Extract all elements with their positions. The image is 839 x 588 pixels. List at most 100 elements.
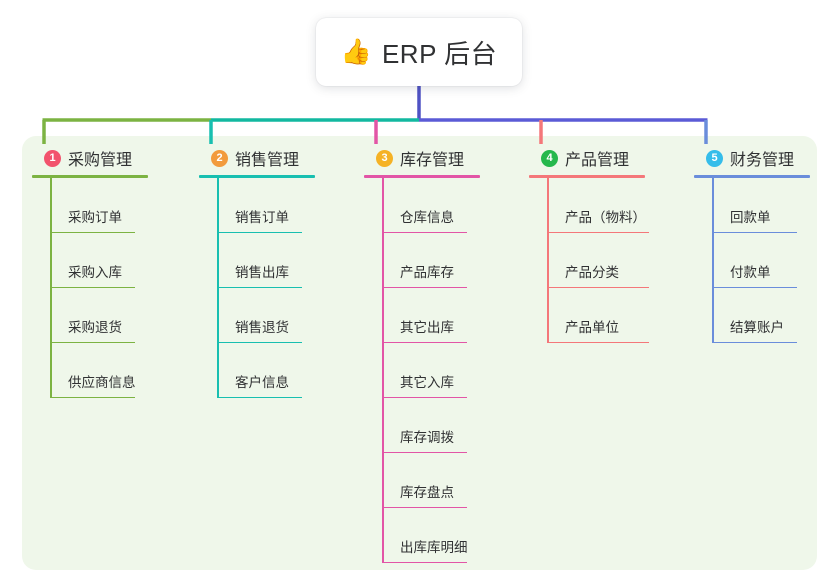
leaf-stem bbox=[217, 177, 219, 233]
leaf-underline bbox=[382, 506, 467, 508]
branch-index-badge: 1 bbox=[44, 149, 61, 167]
leaf-node[interactable]: 回款单 bbox=[712, 177, 839, 233]
leaf-node[interactable]: 库存调拨 bbox=[382, 397, 524, 453]
branch-header-4[interactable]: 4 产品管理 bbox=[529, 146, 689, 170]
leaf-underline bbox=[217, 231, 302, 233]
leaf-stem bbox=[712, 287, 714, 343]
leaf-underline bbox=[382, 286, 467, 288]
leaf-stem bbox=[50, 232, 52, 288]
leaf-underline bbox=[382, 396, 467, 398]
leaf-label: 库存盘点 bbox=[400, 485, 454, 500]
branch-underline bbox=[694, 175, 810, 178]
branch-underline bbox=[199, 175, 315, 178]
leaf-label: 销售退货 bbox=[235, 320, 289, 335]
branch-leaf-list: 产品（物料） 产品分类产品单位 bbox=[547, 177, 689, 343]
branch-column-3: 3 库存管理仓库信息产品库存其它出库其它入库库存调拨库存盘点出库库明细 bbox=[364, 146, 524, 563]
leaf-node[interactable]: 客户信息 bbox=[217, 342, 359, 398]
leaf-underline bbox=[712, 341, 797, 343]
leaf-node[interactable]: 销售订单 bbox=[217, 177, 359, 233]
leaf-node[interactable]: 其它入库 bbox=[382, 342, 524, 398]
branch-underline bbox=[32, 175, 148, 178]
branch-header-3[interactable]: 3 库存管理 bbox=[364, 146, 524, 170]
leaf-stem bbox=[382, 287, 384, 343]
leaf-node[interactable]: 销售退货 bbox=[217, 287, 359, 343]
leaf-underline bbox=[547, 231, 649, 233]
root-node-title: ERP 后台 bbox=[381, 38, 498, 69]
leaf-label: 其它入库 bbox=[400, 375, 454, 390]
leaf-underline bbox=[382, 231, 467, 233]
leaf-underline bbox=[50, 396, 135, 398]
leaf-node[interactable]: 付款单 bbox=[712, 232, 839, 288]
leaf-underline bbox=[50, 231, 135, 233]
leaf-node[interactable]: 产品单位 bbox=[547, 287, 689, 343]
leaf-underline bbox=[712, 231, 797, 233]
leaf-stem bbox=[382, 452, 384, 508]
leaf-node[interactable]: 仓库信息 bbox=[382, 177, 524, 233]
leaf-label: 产品单位 bbox=[565, 320, 619, 335]
leaf-stem bbox=[217, 287, 219, 343]
branch-column-4: 4 产品管理产品（物料） 产品分类产品单位 bbox=[529, 146, 689, 343]
leaf-label: 产品库存 bbox=[400, 265, 454, 280]
leaf-node[interactable]: 供应商信息 bbox=[50, 342, 192, 398]
leaf-node[interactable]: 产品分类 bbox=[547, 232, 689, 288]
branch-index-badge: 4 bbox=[541, 149, 558, 167]
leaf-label: 产品（物料） bbox=[565, 210, 646, 225]
leaf-node[interactable]: 采购入库 bbox=[50, 232, 192, 288]
leaf-underline bbox=[547, 286, 649, 288]
leaf-stem bbox=[547, 177, 549, 233]
leaf-stem bbox=[712, 232, 714, 288]
leaf-label: 库存调拨 bbox=[400, 430, 454, 445]
branch-header-1[interactable]: 1 采购管理 bbox=[32, 146, 192, 170]
leaf-underline bbox=[382, 341, 467, 343]
leaf-node[interactable]: 结算账户 bbox=[712, 287, 839, 343]
leaf-underline bbox=[712, 286, 797, 288]
leaf-label: 结算账户 bbox=[730, 320, 784, 335]
leaf-label: 出库库明细 bbox=[400, 540, 468, 555]
branch-title: 采购管理 bbox=[68, 152, 133, 169]
leaf-underline bbox=[50, 341, 135, 343]
leaf-underline bbox=[547, 341, 649, 343]
branch-title: 库存管理 bbox=[400, 152, 465, 169]
leaf-label: 回款单 bbox=[730, 210, 771, 225]
branch-column-1: 1 采购管理采购订单采购入库采购退货供应商信息 bbox=[32, 146, 192, 398]
leaf-stem bbox=[50, 287, 52, 343]
leaf-node[interactable]: 出库库明细 bbox=[382, 507, 524, 563]
leaf-node[interactable]: 采购订单 bbox=[50, 177, 192, 233]
leaf-node[interactable]: 销售出库 bbox=[217, 232, 359, 288]
leaf-node[interactable]: 产品库存 bbox=[382, 232, 524, 288]
branch-title: 销售管理 bbox=[235, 152, 300, 169]
leaf-label: 采购入库 bbox=[68, 265, 122, 280]
leaf-label: 仓库信息 bbox=[400, 210, 454, 225]
leaf-stem bbox=[217, 342, 219, 398]
branch-underline bbox=[364, 175, 480, 178]
root-node-card[interactable]: 👍 ERP 后台 bbox=[316, 18, 522, 86]
leaf-label: 采购退货 bbox=[68, 320, 122, 335]
leaf-underline bbox=[217, 341, 302, 343]
leaf-label: 采购订单 bbox=[68, 210, 122, 225]
leaf-label: 销售出库 bbox=[235, 265, 289, 280]
branch-index-badge: 3 bbox=[376, 149, 393, 167]
leaf-stem bbox=[382, 507, 384, 563]
leaf-node[interactable]: 库存盘点 bbox=[382, 452, 524, 508]
leaf-label: 付款单 bbox=[730, 265, 771, 280]
leaf-underline bbox=[217, 396, 302, 398]
leaf-node[interactable]: 产品（物料） bbox=[547, 177, 689, 233]
branch-leaf-list: 采购订单采购入库采购退货供应商信息 bbox=[50, 177, 192, 398]
leaf-underline bbox=[217, 286, 302, 288]
leaf-stem bbox=[50, 342, 52, 398]
leaf-stem bbox=[712, 177, 714, 233]
branch-leaf-list: 仓库信息产品库存其它出库其它入库库存调拨库存盘点出库库明细 bbox=[382, 177, 524, 563]
leaf-stem bbox=[382, 342, 384, 398]
branch-leaf-list: 回款单付款单结算账户 bbox=[712, 177, 839, 343]
leaf-node[interactable]: 其它出库 bbox=[382, 287, 524, 343]
leaf-node[interactable]: 采购退货 bbox=[50, 287, 192, 343]
thumbs-up-icon: 👍 bbox=[340, 37, 372, 66]
leaf-stem bbox=[382, 177, 384, 233]
branch-title: 产品管理 bbox=[565, 152, 630, 169]
